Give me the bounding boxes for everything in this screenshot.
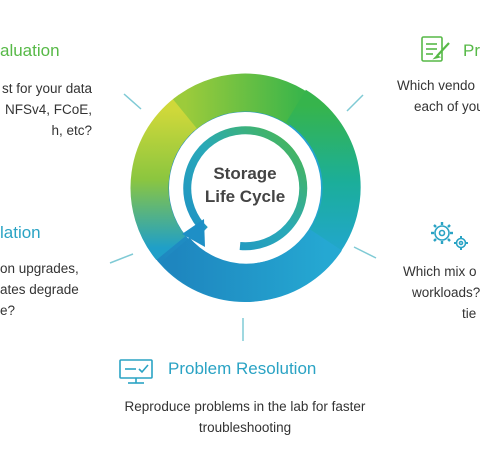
ring-segment-top [172,73,311,130]
inner-disk [171,114,319,262]
evaluation-text: st for your data NFSv4, FCoE, h, etc? [0,78,92,141]
tick-marks [109,93,377,341]
ring-segment-bottom [160,229,342,302]
problem-resolution-line: troubleshooting [198,420,292,435]
configuration-line: Which mix o [403,264,477,279]
problem-resolution-title: Problem Resolution [168,359,317,378]
procurement-line: Which vendo [397,78,476,93]
procurement-title: Pr [463,41,480,60]
procurement-text: Which vendo each of you [397,75,480,117]
ring-segment-left [130,94,202,261]
problem-resolution-line: Reproduce problems in the lab for faster [124,399,366,414]
inner-cycle-arrow [182,126,308,251]
monitor-check-icon [119,359,153,384]
cycle-title-line2: Life Cycle [204,187,286,206]
cycle-title: Storage Life Cycle [170,162,320,208]
installation-line: ates degrade [0,282,79,297]
procurement-line: each of you [414,99,480,114]
evaluation-title: aluation [0,41,60,60]
cycle-title-line1: Storage [213,164,277,183]
document-checklist-icon [421,36,450,62]
gears-icon [431,222,468,250]
outer-ring [130,73,361,302]
problem-resolution-text: Reproduce problems in the lab for faster… [100,396,390,438]
configuration-line: workloads? [412,285,480,300]
configuration-line: tie [462,306,477,321]
installation-line: on upgrades, [0,261,79,276]
configuration-text: Which mix o workloads? tie [403,261,480,324]
installation-title: lation [0,223,41,242]
evaluation-line: st for your data [1,81,92,96]
installation-text: on upgrades, ates degrade e? [0,258,79,321]
installation-line: e? [0,303,16,318]
evaluation-line: NFSv4, FCoE, [4,102,92,117]
evaluation-line: h, etc? [51,123,92,138]
ring-segment-right [285,89,361,257]
